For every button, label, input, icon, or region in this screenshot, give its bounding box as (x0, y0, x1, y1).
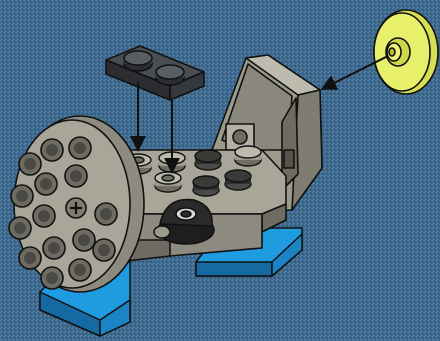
hull-stud (225, 170, 251, 190)
plate-stud (156, 65, 184, 85)
hull-stud (235, 146, 261, 166)
plate-stud (124, 51, 152, 71)
yellow-radar-dish (374, 10, 438, 94)
hull-stud (193, 176, 219, 196)
hull-stud (195, 150, 221, 170)
hull-stud (155, 172, 181, 192)
